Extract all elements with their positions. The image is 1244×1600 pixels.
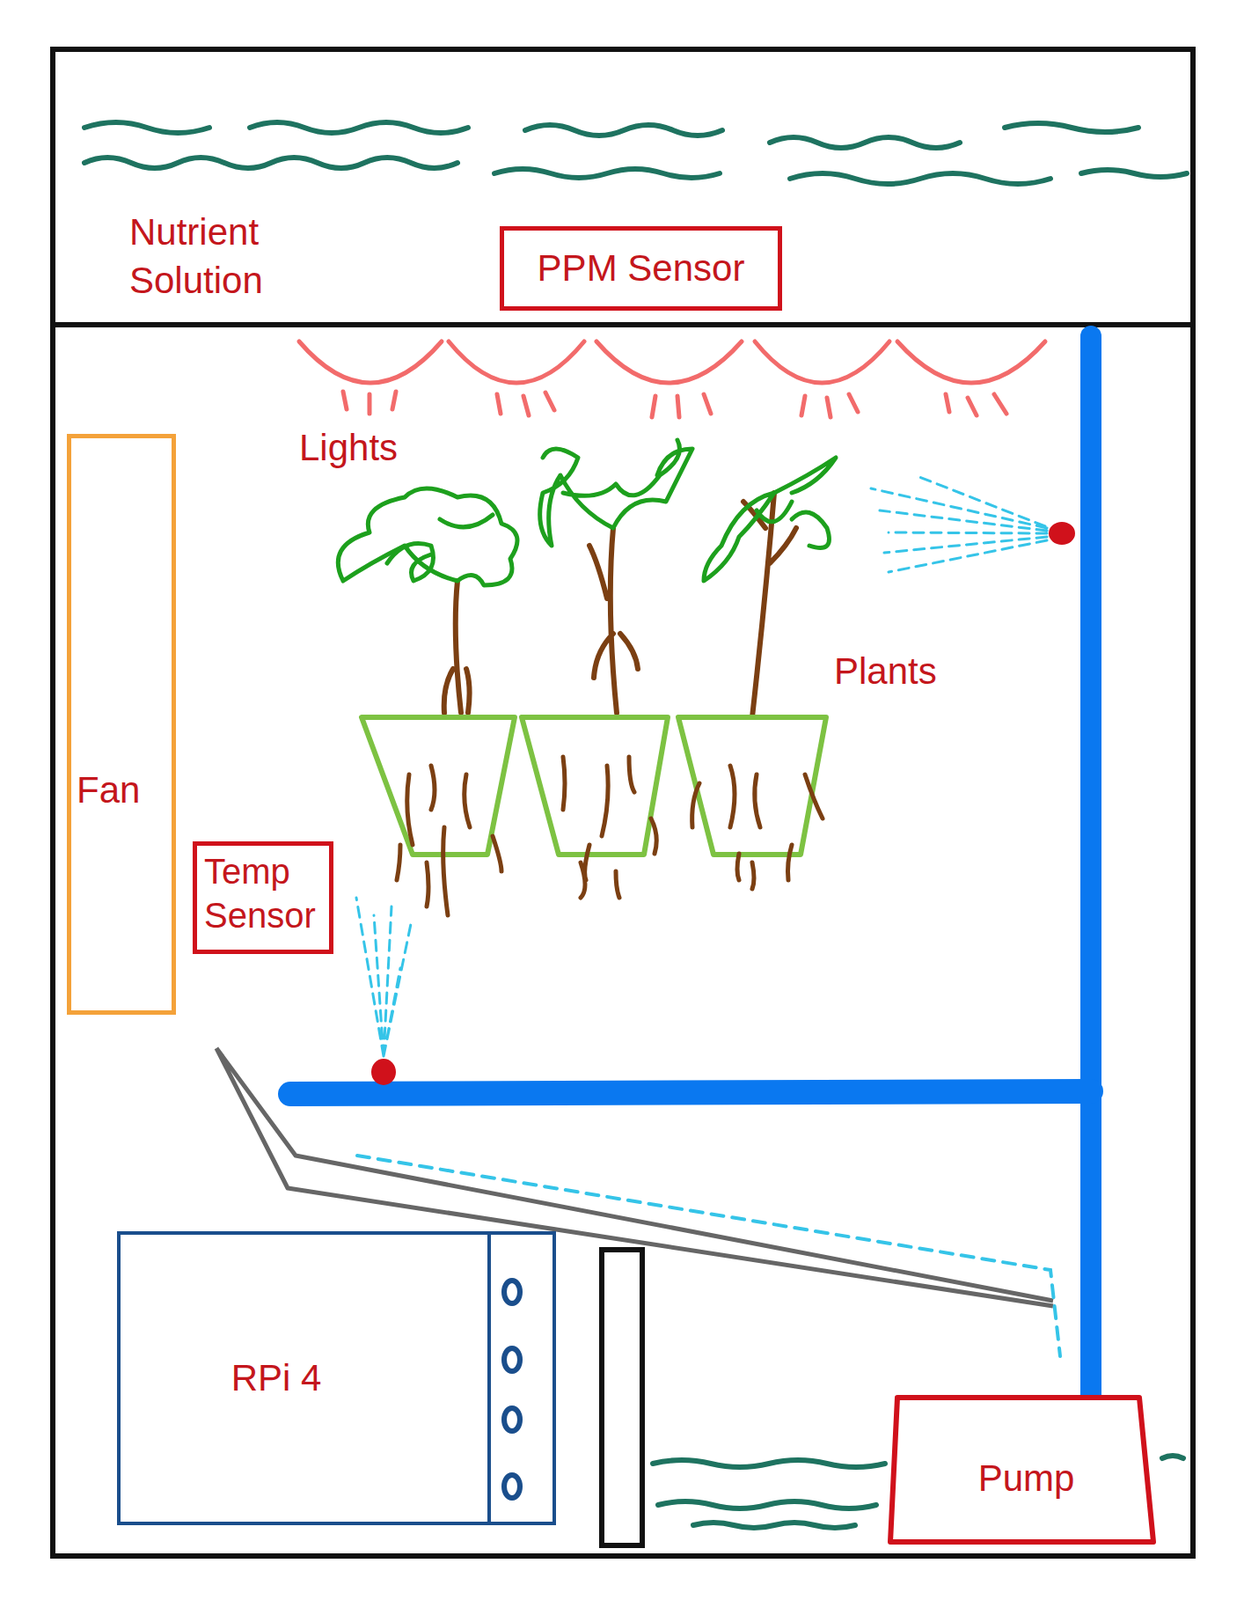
pump-box: Pump [886, 1393, 1157, 1545]
plants-label: Plants [834, 647, 937, 696]
nutrient-waves [84, 122, 1187, 184]
node-label: Fan [76, 767, 140, 814]
sensor-box: Temp Sensor [192, 841, 334, 954]
lights-label: Lights [299, 424, 398, 473]
node-label: Pump [978, 1455, 1076, 1502]
sensor-box: PPM Sensor [499, 226, 783, 311]
compartment-divider [52, 321, 1193, 328]
reservoir-label: Nutrient Solution [129, 208, 319, 305]
spray-nozzles [356, 475, 1076, 1085]
enclosure-outline [52, 49, 1193, 1556]
rpi-ports [489, 1230, 520, 1525]
fan-box: Fan [66, 433, 176, 1015]
support-post [601, 1249, 643, 1545]
plants [337, 439, 836, 915]
node-label: PPM Sensor [537, 245, 746, 293]
controller-box: RPi 4 [117, 1230, 557, 1525]
node-label: RPi 4 [231, 1354, 322, 1402]
grow-lights [299, 341, 1046, 418]
node-label: Temp Sensor [204, 848, 324, 937]
water-pipes [290, 336, 1091, 1398]
